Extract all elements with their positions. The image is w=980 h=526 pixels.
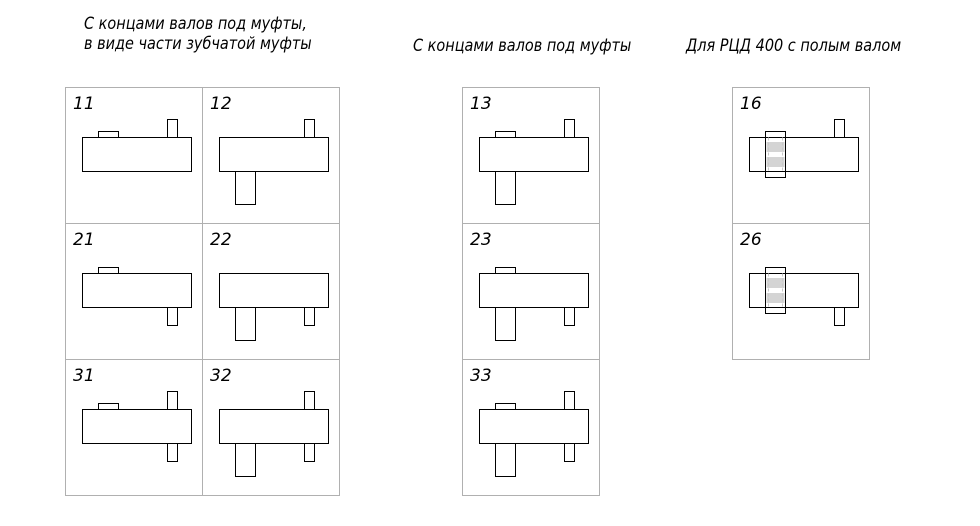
shaft-top-left-stub-23 xyxy=(495,267,516,274)
variant-cell-13: 13 xyxy=(462,87,600,224)
variant-cell-12: 12 xyxy=(202,87,340,224)
variant-number-32: 32 xyxy=(210,366,232,386)
hollow-shaft-16 xyxy=(765,131,786,178)
shaft-bottom-left-stub-32 xyxy=(235,443,256,477)
variant-cell-32: 32 xyxy=(202,359,340,496)
group3-heading: Для РЦД 400 с полым валом xyxy=(686,36,902,56)
variant-cell-33: 33 xyxy=(462,359,600,496)
shaft-bottom-left-stub-13 xyxy=(495,171,516,205)
shaft-top-left-stub-21 xyxy=(98,267,119,274)
gearbox-body-11 xyxy=(82,137,192,172)
gearbox-body-22 xyxy=(219,273,329,308)
cell-frame-32 xyxy=(202,359,340,496)
variant-cell-26: 26 xyxy=(732,223,870,360)
variant-number-23: 23 xyxy=(470,230,492,250)
variant-cell-21: 21 xyxy=(65,223,203,360)
gearbox-body-12 xyxy=(219,137,329,172)
variant-number-31: 31 xyxy=(73,366,95,386)
variant-number-16: 16 xyxy=(740,94,762,114)
group1-heading: С концами валов под муфты, в виде части … xyxy=(84,14,312,54)
hollow-hatch-top-26 xyxy=(766,278,785,288)
shaft-top-left-stub-11 xyxy=(98,131,119,138)
variant-cell-22: 22 xyxy=(202,223,340,360)
shaft-top-left-stub-13 xyxy=(495,131,516,138)
variant-number-13: 13 xyxy=(470,94,492,114)
group1-heading-line2: в виде части зубчатой муфты xyxy=(84,34,312,54)
shaft-bottom-left-stub-22 xyxy=(235,307,256,341)
gearbox-body-13 xyxy=(479,137,589,172)
cell-frame-26 xyxy=(732,223,870,360)
gearbox-body-33 xyxy=(479,409,589,444)
variant-number-21: 21 xyxy=(73,230,95,250)
variant-number-26: 26 xyxy=(740,230,762,250)
gearbox-body-23 xyxy=(479,273,589,308)
gearbox-body-31 xyxy=(82,409,192,444)
variant-number-33: 33 xyxy=(470,366,492,386)
shaft-bottom-left-stub-33 xyxy=(495,443,516,477)
hollow-hatch-bottom-26 xyxy=(766,293,785,303)
variant-number-22: 22 xyxy=(210,230,232,250)
shaft-bottom-left-stub-12 xyxy=(235,171,256,205)
variant-cell-11: 11 xyxy=(65,87,203,224)
gearbox-body-32 xyxy=(219,409,329,444)
hollow-hatch-bottom-16 xyxy=(766,157,785,167)
variant-cell-16: 16 xyxy=(732,87,870,224)
variant-cell-31: 31 xyxy=(65,359,203,496)
hollow-hatch-top-16 xyxy=(766,142,785,152)
variant-cell-23: 23 xyxy=(462,223,600,360)
cell-frame-33 xyxy=(462,359,600,496)
group2-heading: С концами валов под муфты xyxy=(413,36,632,56)
shaft-top-left-stub-33 xyxy=(495,403,516,410)
variant-number-12: 12 xyxy=(210,94,232,114)
hollow-shaft-26 xyxy=(765,267,786,314)
shaft-top-left-stub-31 xyxy=(98,403,119,410)
variant-number-11: 11 xyxy=(73,94,95,114)
gearbox-body-21 xyxy=(82,273,192,308)
group1-heading-line1: С концами валов под муфты, xyxy=(84,14,307,34)
shaft-bottom-left-stub-23 xyxy=(495,307,516,341)
